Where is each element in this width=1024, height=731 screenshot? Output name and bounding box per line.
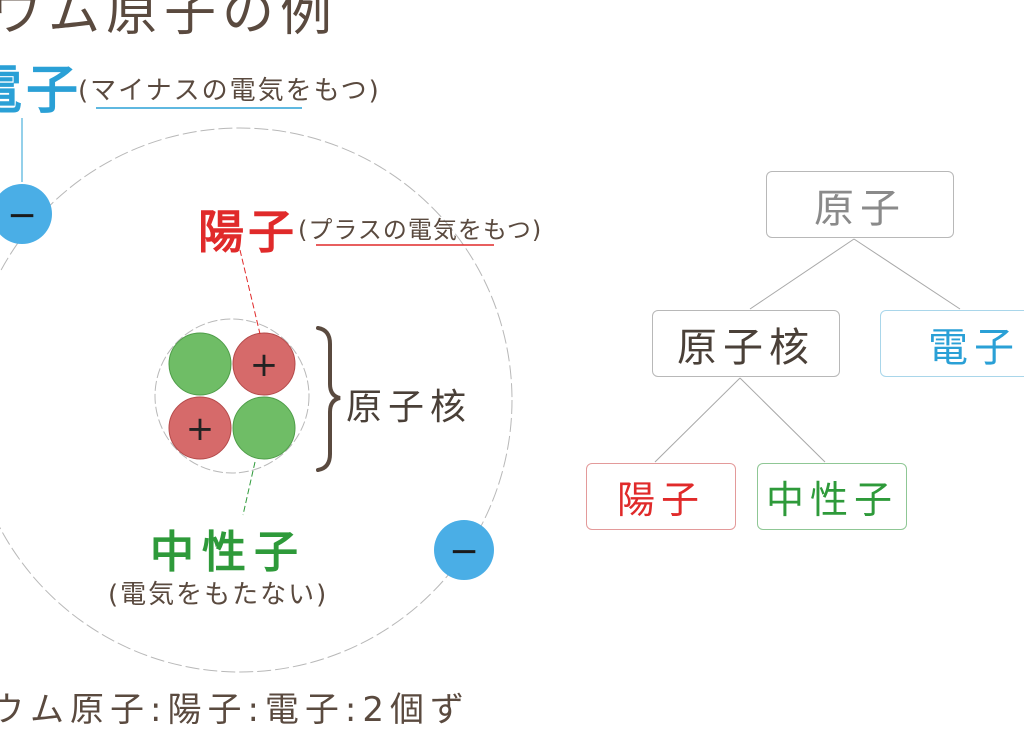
page-title: ウム原子の例 xyxy=(0,0,339,43)
tree-connector xyxy=(853,238,961,310)
tree-connector xyxy=(739,377,826,463)
electron-sign: − xyxy=(449,531,479,572)
tree-node-electron: 電子 xyxy=(880,310,1024,377)
proton-particle xyxy=(232,332,296,396)
tree-node-atom: 原子 xyxy=(766,171,954,238)
electron-note: (マイナスの電気をもつ) xyxy=(78,76,381,106)
electron-sign: − xyxy=(7,195,37,236)
proton-leader xyxy=(239,249,261,335)
tree-connector xyxy=(749,238,855,310)
atom-diagram: + + − − xyxy=(0,107,961,673)
proton-note: (プラスの電気をもつ) xyxy=(298,216,543,244)
neutron-particle xyxy=(232,396,296,460)
tree-node-proton: 陽子 xyxy=(586,463,736,530)
electron-particle xyxy=(434,520,494,580)
electron-orbit xyxy=(0,127,513,673)
electron-label: 電子 xyxy=(0,61,83,121)
tree-node-neutron: 中性子 xyxy=(757,463,907,530)
nucleus-brace xyxy=(316,326,341,472)
proton-sign: + xyxy=(250,345,279,385)
proton-particle xyxy=(168,396,232,460)
proton-sign: + xyxy=(186,409,215,449)
nucleus-label: 原子核 xyxy=(346,387,473,428)
neutron-label: 中性子 xyxy=(150,527,306,578)
neutron-note: (電気をもたない) xyxy=(108,580,329,610)
bottom-caption: ウム原子:陽子:電子:2個ず xyxy=(0,690,470,730)
neutron-particle xyxy=(168,332,232,396)
proton-label: 陽子 xyxy=(198,205,298,259)
neutron-leader xyxy=(242,461,256,516)
tree-connector xyxy=(654,377,741,463)
electron-particle xyxy=(0,184,52,244)
tree-node-nucleus: 原子核 xyxy=(652,310,840,377)
